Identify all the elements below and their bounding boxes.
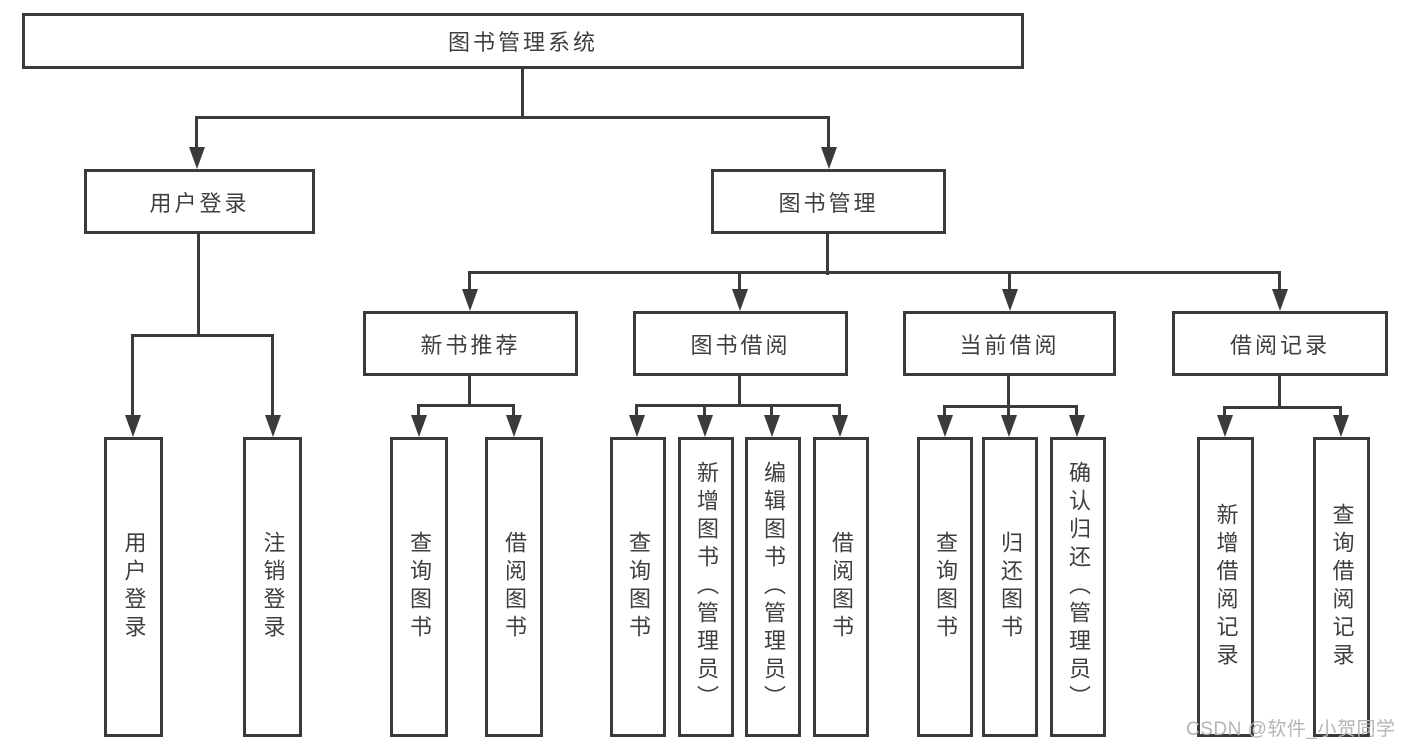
connector-line (468, 271, 1281, 274)
arrow-down-icon (821, 147, 837, 169)
node-book-borrowing: 图书借阅 (633, 311, 848, 376)
arrow-down-icon (629, 415, 645, 437)
connector-line (738, 271, 741, 292)
node-library-system: 图书管理系统 (22, 13, 1024, 69)
node-new-book-recommend-label: 新书推荐 (420, 332, 521, 358)
connector-line (635, 404, 841, 407)
arrow-down-icon (697, 415, 713, 437)
connector-line (1278, 271, 1281, 292)
connector-line (512, 404, 515, 419)
connector-line (196, 116, 830, 119)
connector-line (635, 404, 638, 419)
connector-line (1339, 406, 1342, 419)
arrow-down-icon (1002, 289, 1018, 311)
connector-line (131, 334, 274, 337)
node-book-management-label: 图书管理 (778, 190, 879, 216)
connector-line (417, 404, 515, 407)
leaf-query-books-recommend: 查询图书 (390, 437, 448, 737)
connector-line (271, 334, 274, 418)
connector-line (1007, 375, 1010, 408)
leaf-query-books-current-label: 查询图书 (933, 531, 958, 643)
connector-line (521, 69, 524, 118)
connector-line (468, 271, 471, 292)
arrow-down-icon (1217, 415, 1233, 437)
node-user-login-label: 用户登录 (149, 190, 250, 216)
node-current-borrowing-label: 当前借阅 (959, 332, 1060, 358)
node-user-login: 用户登录 (84, 169, 315, 234)
node-book-management: 图书管理 (711, 169, 946, 234)
arrow-down-icon (506, 415, 522, 437)
leaf-return-books: 归还图书 (982, 437, 1038, 737)
connector-line (1007, 405, 1010, 419)
leaf-logout: 注销登录 (243, 437, 302, 737)
arrow-down-icon (1001, 415, 1017, 437)
leaf-confirm-return-admin: 确认归还（管理员） (1050, 437, 1106, 737)
leaf-add-borrow-record: 新增借阅记录 (1197, 437, 1254, 737)
leaf-borrow-books-recommend: 借阅图书 (485, 437, 543, 737)
leaf-borrow-books-borrowing-label: 借阅图书 (829, 531, 854, 643)
connector-line (197, 234, 200, 337)
connector-line (468, 376, 471, 407)
connector-line (1278, 376, 1281, 409)
node-book-borrowing-label: 图书借阅 (690, 332, 791, 358)
arrow-down-icon (937, 415, 953, 437)
connector-line (703, 404, 706, 419)
leaf-confirm-return-admin-label: 确认归还（管理员） (1066, 461, 1091, 713)
arrow-down-icon (462, 289, 478, 311)
leaf-query-books-borrowing: 查询图书 (610, 437, 666, 737)
leaf-borrow-books-borrowing: 借阅图书 (813, 437, 869, 737)
leaf-query-borrow-record: 查询借阅记录 (1313, 437, 1370, 737)
connector-line (943, 405, 946, 419)
leaf-query-books-recommend-label: 查询图书 (407, 531, 432, 643)
arrow-down-icon (1272, 289, 1288, 311)
leaf-user-login: 用户登录 (104, 437, 163, 737)
arrow-down-icon (832, 415, 848, 437)
connector-line (1008, 271, 1011, 292)
arrow-down-icon (125, 415, 141, 437)
connector-line (770, 404, 773, 419)
connector-line (195, 116, 198, 150)
connector-line (826, 234, 829, 275)
connector-line (1223, 406, 1342, 409)
leaf-user-login-label: 用户登录 (121, 531, 147, 643)
leaf-query-borrow-record-label: 查询借阅记录 (1329, 503, 1355, 671)
connector-line (131, 334, 134, 418)
connector-line (827, 116, 830, 150)
connector-line (943, 405, 1078, 408)
leaf-add-borrow-record-label: 新增借阅记录 (1213, 503, 1239, 671)
leaf-edit-book-admin: 编辑图书（管理员） (745, 437, 801, 737)
leaf-return-books-label: 归还图书 (998, 531, 1023, 643)
connector-line (417, 404, 420, 419)
node-borrow-records: 借阅记录 (1172, 311, 1388, 376)
node-current-borrowing: 当前借阅 (903, 311, 1116, 376)
leaf-add-book-admin-label: 新增图书（管理员） (694, 461, 719, 713)
arrow-down-icon (1069, 415, 1085, 437)
node-new-book-recommend: 新书推荐 (363, 311, 578, 376)
connector-line (838, 404, 841, 419)
arrow-down-icon (411, 415, 427, 437)
connector-line (1075, 405, 1078, 419)
leaf-edit-book-admin-label: 编辑图书（管理员） (761, 461, 786, 713)
arrow-down-icon (189, 147, 205, 169)
leaf-query-books-borrowing-label: 查询图书 (626, 531, 651, 643)
leaf-add-book-admin: 新增图书（管理员） (678, 437, 734, 737)
leaf-logout-label: 注销登录 (260, 531, 286, 643)
arrow-down-icon (732, 289, 748, 311)
arrow-down-icon (764, 415, 780, 437)
leaf-query-books-current: 查询图书 (917, 437, 973, 737)
leaf-borrow-books-recommend-label: 借阅图书 (502, 531, 527, 643)
connector-line (1223, 406, 1226, 419)
node-borrow-records-label: 借阅记录 (1229, 332, 1330, 358)
node-library-system-label: 图书管理系统 (447, 30, 598, 55)
connector-line (738, 376, 741, 407)
arrow-down-icon (1333, 415, 1349, 437)
arrow-down-icon (265, 415, 281, 437)
csdn-watermark: CSDN @软件_小贺同学 (1186, 719, 1396, 740)
